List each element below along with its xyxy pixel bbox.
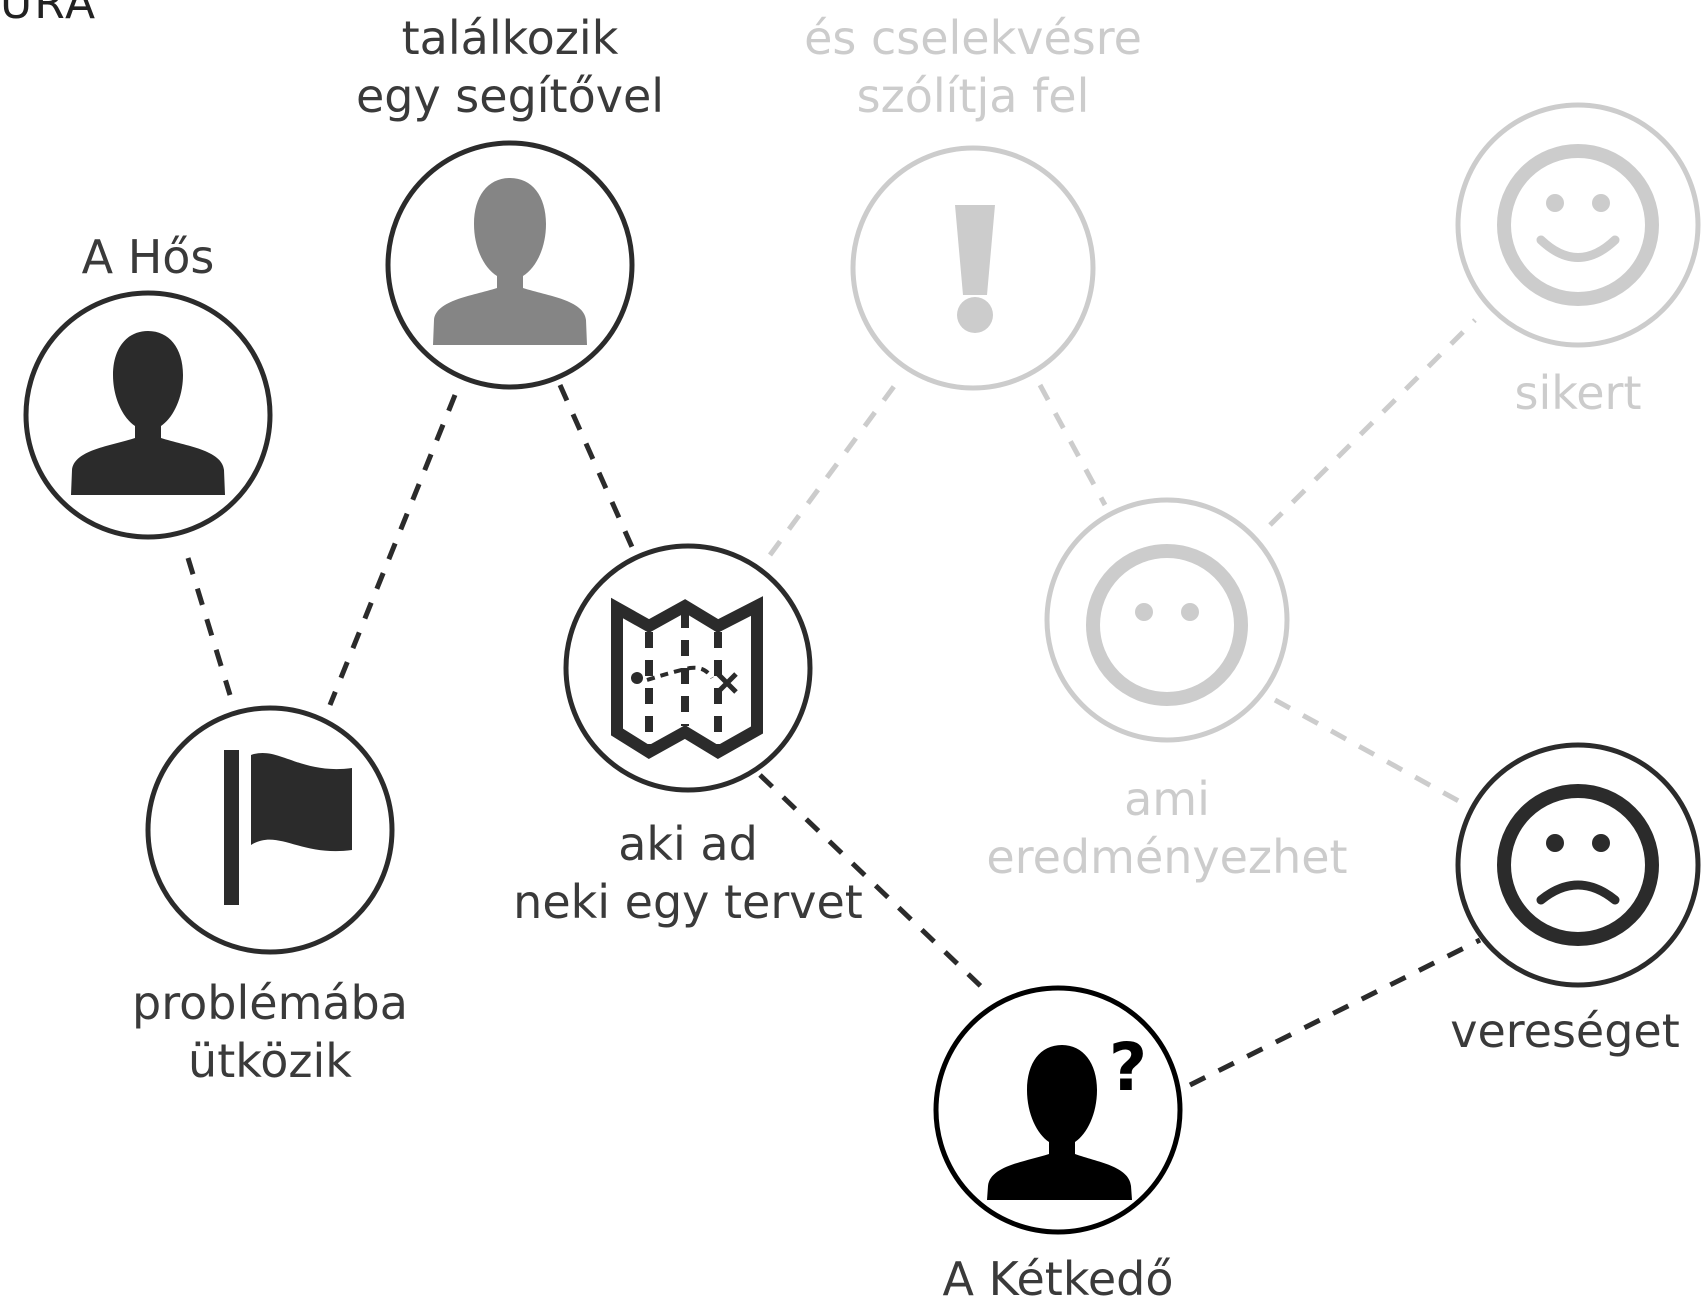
flag-icon bbox=[224, 750, 352, 905]
label-failure: vereséget bbox=[1450, 1002, 1680, 1060]
connector-call-result bbox=[1037, 383, 1108, 507]
connector-result-success bbox=[1268, 318, 1477, 527]
smiley-sad-icon bbox=[1497, 784, 1659, 946]
label-hero-title: A Hős bbox=[81, 230, 215, 284]
label-plan-line1: aki ad bbox=[618, 817, 758, 871]
label-problem-line1: problémába bbox=[132, 976, 408, 1030]
connector-helper-problem bbox=[327, 394, 458, 706]
exclamation-icon bbox=[955, 205, 995, 333]
smiley-neutral-icon bbox=[1086, 544, 1248, 706]
label-doubter: A Kétkedő bbox=[943, 1250, 1174, 1308]
label-helper-line1: találkozik bbox=[401, 11, 619, 65]
label-hero: A Hős bbox=[82, 228, 215, 286]
connector-result-failure bbox=[1273, 697, 1477, 813]
node-problem bbox=[145, 705, 395, 955]
person-icon bbox=[71, 331, 225, 495]
label-result: ami eredményezhet bbox=[986, 770, 1347, 886]
label-result-line1: ami bbox=[1124, 772, 1210, 826]
label-plan-line2: neki egy tervet bbox=[513, 875, 863, 929]
connector-plan-doubter bbox=[758, 773, 992, 997]
node-hero bbox=[23, 290, 273, 540]
smiley-happy-icon bbox=[1497, 144, 1659, 306]
connector-helper-plan bbox=[557, 383, 643, 567]
treasure-map-icon bbox=[611, 596, 763, 759]
connector-plan-call bbox=[767, 383, 898, 557]
node-call bbox=[850, 145, 1096, 391]
node-success bbox=[1455, 102, 1701, 348]
connector-hero-problem bbox=[185, 557, 233, 696]
label-helper: találkozik egy segítővel bbox=[356, 9, 664, 125]
label-call-line2: szólítja fel bbox=[856, 69, 1090, 123]
cropped-heading-fragment: URA bbox=[0, 0, 98, 29]
label-call: és cselekvésre szólítja fel bbox=[804, 9, 1142, 125]
person-icon bbox=[433, 178, 587, 345]
node-result bbox=[1044, 497, 1290, 743]
node-plan bbox=[563, 543, 813, 793]
label-result-line2: eredményezhet bbox=[986, 830, 1348, 884]
label-success-title: sikert bbox=[1514, 366, 1642, 420]
label-helper-line2: egy segítővel bbox=[355, 69, 665, 123]
connector-doubter-failure bbox=[1188, 937, 1482, 1088]
node-doubter: ? bbox=[933, 985, 1183, 1235]
label-plan: aki ad neki egy tervet bbox=[513, 815, 863, 931]
label-doubter-title: A Kétkedő bbox=[942, 1252, 1174, 1306]
label-failure-title: vereséget bbox=[1450, 1004, 1680, 1058]
node-helper bbox=[385, 140, 635, 390]
svg-text:?: ? bbox=[1109, 1029, 1147, 1106]
label-success: sikert bbox=[1515, 364, 1642, 422]
label-problem: problémába ütközik bbox=[132, 974, 408, 1090]
person-question-icon: ? bbox=[987, 1029, 1147, 1200]
label-problem-line2: ütközik bbox=[188, 1034, 352, 1088]
node-failure bbox=[1455, 742, 1701, 988]
label-call-line1: és cselekvésre bbox=[804, 11, 1142, 65]
